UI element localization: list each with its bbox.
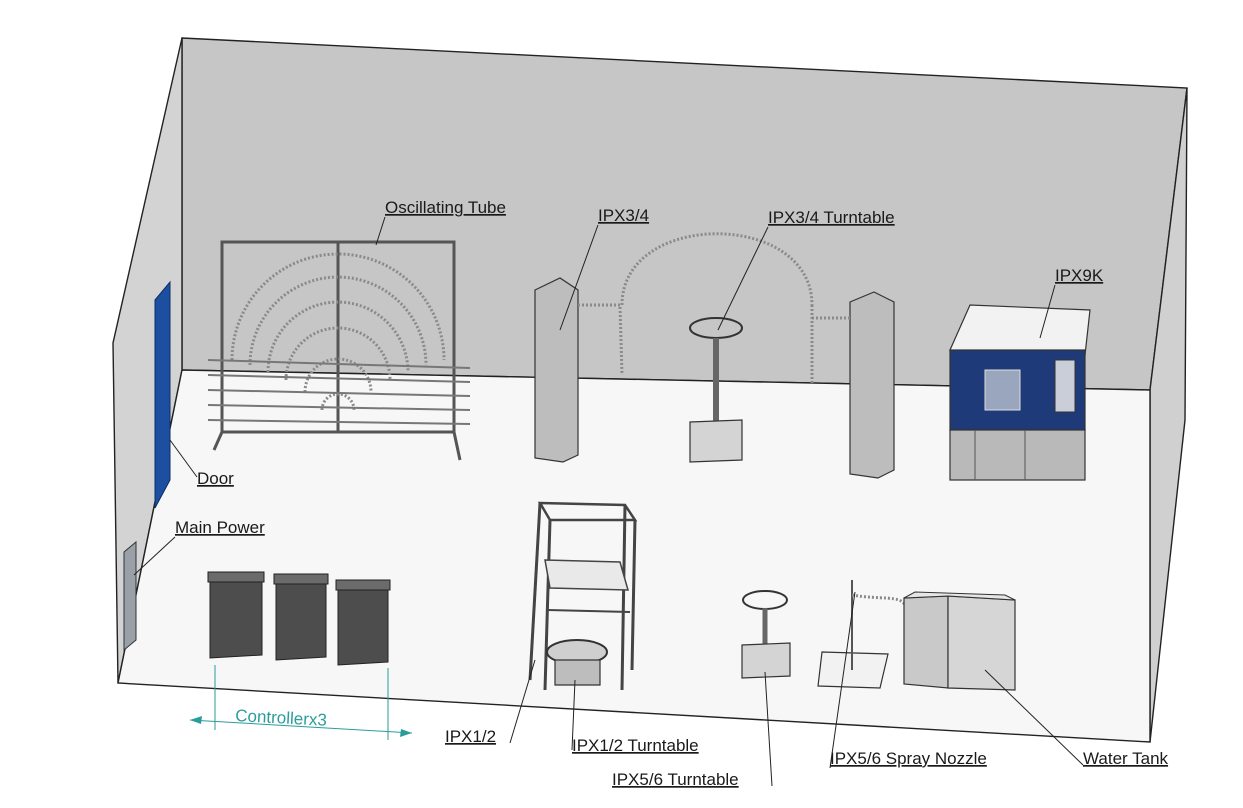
leader-main-power — [133, 536, 176, 576]
label-oscillating-tube: Oscillating Tube — [385, 198, 506, 217]
door — [154, 280, 171, 509]
ipx9k-chamber — [949, 304, 1091, 481]
leader-ipx34-turntable — [717, 226, 769, 331]
label-main-power: Main Power — [175, 518, 265, 537]
leader-ipx12-turntable — [571, 679, 576, 751]
ipx12-turntable — [546, 639, 608, 686]
label-ipx56-spray-nozzle: IPX5/6 Spray Nozzle — [830, 749, 987, 768]
leader-water-tank — [984, 669, 1084, 766]
leader-ipx9k — [1039, 284, 1056, 339]
ipx56-spray-nozzle — [817, 580, 907, 689]
controller-dimension — [189, 665, 413, 740]
label-ipx34: IPX3/4 — [598, 206, 649, 225]
ipx34-unit — [534, 232, 895, 479]
ipx34-turntable — [689, 317, 743, 463]
label-controller: Controllerx3 — [235, 706, 328, 730]
controllers — [207, 571, 391, 666]
leader-oscillating-tube — [375, 216, 386, 246]
label-ipx12-turntable: IPX1/2 Turntable — [572, 736, 699, 755]
main-power-box — [123, 540, 137, 652]
leader-ipx12 — [509, 659, 536, 744]
leader-ipx56-turntable — [764, 671, 773, 787]
label-ipx9k: IPX9K — [1055, 266, 1104, 285]
ipx56-turntable — [741, 590, 791, 679]
leader-ipx56-spray-nozzle — [829, 591, 856, 769]
water-tank — [903, 591, 1016, 691]
ipx12-frame — [528, 501, 638, 691]
label-ipx56-turntable: IPX5/6 Turntable — [612, 770, 739, 789]
label-ipx34-turntable: IPX3/4 Turntable — [768, 208, 895, 227]
label-water-tank: Water Tank — [1083, 749, 1169, 768]
label-ipx12: IPX1/2 — [445, 727, 496, 746]
oscillating-tube-unit — [207, 240, 471, 461]
label-door: Door — [197, 469, 234, 488]
leader-door — [169, 439, 198, 478]
leader-ipx34 — [559, 224, 599, 331]
